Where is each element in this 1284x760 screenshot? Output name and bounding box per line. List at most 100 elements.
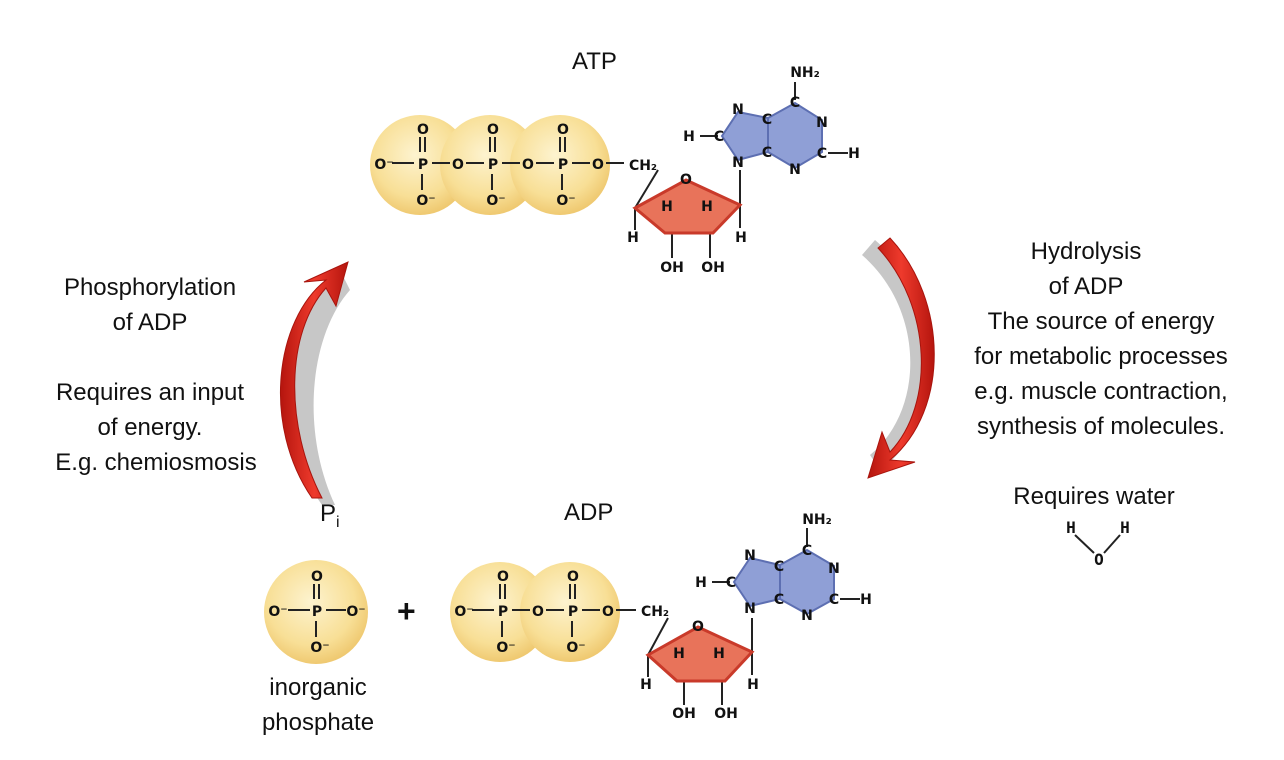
atom-label: N (744, 548, 756, 564)
atom-label: CH₂ (629, 158, 657, 174)
atom-label: H (640, 677, 652, 693)
label-line: Requires water (1013, 483, 1175, 510)
atp-molecule: O⁻ P O P O P O O O O O⁻ O⁻ O⁻ CH₂ O H H … (370, 65, 860, 276)
atom-label: O⁻ (346, 604, 365, 620)
atom-label: N (732, 102, 744, 118)
atom-label: H (848, 146, 860, 162)
atom-label: C (802, 543, 812, 559)
atom-label: OH (660, 260, 684, 276)
atom-label: P (312, 604, 322, 620)
atom-label: O⁻ (496, 640, 515, 656)
adp-phosphate-group (450, 562, 620, 662)
atom-label: C (829, 592, 839, 608)
pi-label: Pi (320, 500, 340, 532)
label-line: of ADP (112, 309, 188, 336)
atom-label: OH (701, 260, 725, 276)
inorganic-phosphate-molecule: O⁻ P O⁻ O O⁻ (264, 560, 368, 664)
atom-label: H (661, 199, 673, 215)
atom-label: O (532, 604, 544, 620)
atom-label: OH (714, 706, 738, 722)
atom-label: C (817, 146, 827, 162)
atom-label: O⁻ (486, 193, 505, 209)
atom-label: H (695, 575, 707, 591)
pi-symbol: P (320, 500, 337, 527)
atom-label: O (680, 172, 692, 188)
atom-label: C (790, 95, 800, 111)
atom-label: O (311, 569, 323, 585)
water-molecule: H H O (1066, 518, 1130, 569)
atom-label: O⁻ (454, 604, 473, 620)
plus-sign: + (397, 593, 416, 629)
label-line: Requires an input (55, 379, 245, 406)
atom-label: N (732, 155, 744, 171)
atom-label: C (726, 575, 736, 591)
phosphorylation-label: Phosphorylation of ADP Requires an input… (20, 270, 280, 480)
atom-label: P (568, 604, 578, 620)
atom-label: OH (672, 706, 696, 722)
water-oxygen: O (1094, 550, 1104, 569)
atom-label: CH₂ (641, 604, 669, 620)
atom-label: C (714, 129, 724, 145)
atom-label: O⁻ (374, 157, 393, 173)
atom-label: NH₂ (790, 65, 820, 81)
phosphorylation-arrow (280, 261, 350, 505)
label-line: phosphate (261, 709, 375, 736)
label-line: of ADP (1048, 273, 1124, 300)
label-line: for metabolic processes (974, 343, 1228, 370)
water-hydrogen: H (1066, 518, 1076, 537)
atom-label: O (592, 157, 604, 173)
atom-label: O⁻ (416, 193, 435, 209)
atom-label: O (417, 122, 429, 138)
atom-label: H (701, 199, 713, 215)
atom-label: N (801, 608, 813, 624)
label-line: of energy. (97, 414, 203, 441)
atom-label: H (713, 646, 725, 662)
atom-label: O⁻ (556, 193, 575, 209)
adp-title: ADP (564, 499, 614, 526)
atom-label: H (673, 646, 685, 662)
atom-label: N (816, 115, 828, 131)
atom-label: O (567, 569, 579, 585)
water-hydrogen: H (1120, 518, 1130, 537)
label-line: e.g. muscle contraction, (974, 378, 1228, 405)
atom-label: O (487, 122, 499, 138)
adp-adenine-base (732, 548, 835, 616)
atom-label: C (774, 592, 784, 608)
inorganic-phosphate-label: inorganic phosphate (236, 670, 400, 740)
atom-label: N (828, 561, 840, 577)
atp-ribose-ring (632, 178, 743, 235)
atom-label: O (602, 604, 614, 620)
atom-label: O (522, 157, 534, 173)
atp-adenine-base (720, 101, 823, 170)
label-line: Hydrolysis (1030, 238, 1142, 265)
atom-label: O (557, 122, 569, 138)
label-line: inorganic (269, 674, 367, 701)
atom-label: C (762, 145, 772, 161)
atom-label: H (683, 129, 695, 145)
atom-label: O⁻ (310, 640, 329, 656)
label-line: E.g. chemiosmosis (55, 449, 257, 476)
atp-title: ATP (572, 48, 617, 75)
atom-label: N (744, 601, 756, 617)
atom-label: P (418, 157, 428, 173)
adp-ribose-ring (645, 625, 755, 683)
hydrolysis-arrow (862, 237, 935, 479)
atom-label: NH₂ (802, 512, 832, 528)
atom-label: P (498, 604, 508, 620)
atom-label: C (762, 112, 772, 128)
label-line: Phosphorylation (63, 274, 237, 301)
atom-label: O⁻ (268, 604, 287, 620)
atom-label: H (735, 230, 747, 246)
hydrolysis-label: Hydrolysis of ADP The source of energy f… (950, 234, 1252, 514)
atom-label: O (692, 619, 704, 635)
label-line: The source of energy (987, 308, 1215, 335)
atom-label: H (860, 592, 872, 608)
pi-subscript: i (336, 513, 340, 531)
atom-label: H (627, 230, 639, 246)
atom-label: C (774, 559, 784, 575)
atom-label: H (747, 677, 759, 693)
label-line: synthesis of molecules. (976, 413, 1226, 440)
atom-label: O⁻ (566, 640, 585, 656)
atp-phosphate-group (370, 115, 610, 215)
